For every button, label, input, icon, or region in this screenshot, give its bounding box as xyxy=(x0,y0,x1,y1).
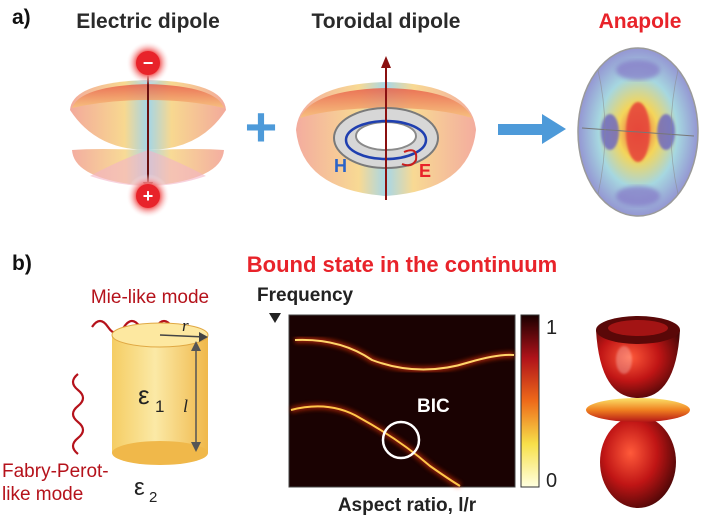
anapole-title: Anapole xyxy=(599,10,682,33)
fabry-perot-label-line2: like mode xyxy=(2,484,83,505)
negative-charge: − xyxy=(126,41,170,85)
radius-label: r xyxy=(182,316,189,335)
aspect-ratio-axis-label: Aspect ratio, l/r xyxy=(338,495,477,516)
positive-charge: + xyxy=(126,174,170,218)
toroidal-dipole-illustration xyxy=(296,56,476,200)
panel-a-tag: a) xyxy=(12,6,31,29)
svg-text:2: 2 xyxy=(149,489,157,506)
frequency-axis-label: Frequency xyxy=(257,285,354,306)
svg-text:+: + xyxy=(143,186,154,206)
colorbar xyxy=(520,314,540,488)
plus-operator: + xyxy=(245,95,278,158)
frequency-map xyxy=(288,314,516,489)
bic-title: Bound state in the continuum xyxy=(247,252,557,277)
bic-marker-label: BIC xyxy=(417,396,450,417)
anapole-field-map xyxy=(577,47,699,217)
h-field-label: H xyxy=(334,156,347,176)
svg-text:ε: ε xyxy=(138,380,150,410)
result-arrow xyxy=(498,114,566,144)
toroidal-dipole-title: Toroidal dipole xyxy=(312,10,461,33)
fabry-perot-wave-icon xyxy=(71,373,85,455)
cylinder-illustration xyxy=(111,322,209,465)
svg-text:−: − xyxy=(143,53,154,73)
mie-mode-label: Mie-like mode xyxy=(91,287,209,308)
fabry-perot-label-line1: Fabry-Perot- xyxy=(2,461,109,482)
svg-text:1: 1 xyxy=(155,397,164,416)
colorbar-min-label: 0 xyxy=(546,470,557,492)
epsilon1-label: ε 1 xyxy=(138,380,164,416)
e-field-label: E xyxy=(419,161,431,181)
svg-text:ε: ε xyxy=(134,474,145,501)
bic-mode-profile xyxy=(586,316,690,508)
length-label: l xyxy=(183,396,188,416)
frequency-axis-marker-icon xyxy=(269,313,281,323)
epsilon2-label: ε 2 xyxy=(134,474,157,506)
electric-dipole-title: Electric dipole xyxy=(76,10,220,33)
electric-dipole-illustration xyxy=(70,70,226,192)
panel-b-tag: b) xyxy=(12,252,32,275)
colorbar-max-label: 1 xyxy=(546,317,557,339)
